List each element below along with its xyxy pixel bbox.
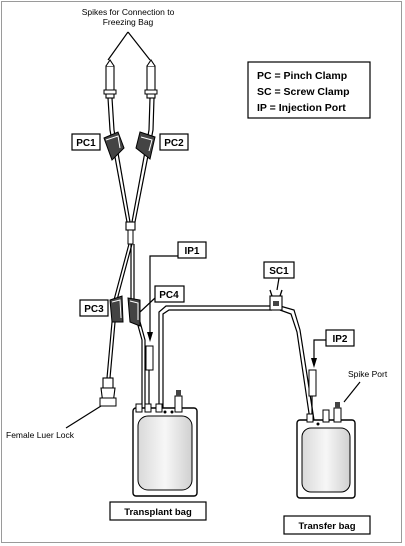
screw-clamp-sc1 — [269, 289, 283, 311]
spike-port-pointer — [343, 381, 361, 403]
legend-line2: SC = Screw Clamp — [257, 86, 350, 98]
transfer-line-b — [162, 309, 272, 410]
legend-box — [247, 61, 371, 119]
ip2-arrowhead — [311, 358, 317, 368]
legend-line3: IP = Injection Port — [257, 102, 346, 114]
top-note-line2: Freezing Bag — [103, 17, 154, 27]
pc1-label-box — [71, 133, 101, 151]
pinch-clamp-pc2 — [135, 131, 156, 160]
ip2-label: IP2 — [332, 334, 347, 345]
female-luer-label: Female Luer Lock — [6, 430, 75, 440]
transfer-bag — [296, 402, 356, 499]
tube-spike-left-b — [111, 97, 131, 223]
transplant-bag-label-box — [109, 501, 207, 521]
spike-left — [103, 59, 117, 99]
legend-line1: PC = Pinch Clamp — [257, 70, 347, 82]
transfer-bag-label: Transfer bag — [298, 521, 355, 532]
ip1-arrowhead — [147, 332, 153, 342]
pc1-label: PC1 — [76, 138, 96, 149]
pinch-clamp-pc4 — [127, 297, 141, 327]
y-connector-top — [125, 221, 136, 231]
top-note-line1: Spikes for Connection to — [82, 7, 175, 17]
transplant-bag-label: Transplant bag — [124, 507, 192, 518]
injection-port-ip2 — [308, 369, 317, 397]
transplant-bag — [132, 390, 198, 497]
injection-port-ip1 — [145, 345, 154, 371]
luer-pointer — [65, 405, 102, 429]
transfer-line-a — [158, 305, 272, 410]
pc4-label-box — [154, 285, 185, 303]
spike-pointer-lines — [107, 31, 151, 61]
pc2-label-box — [159, 133, 189, 151]
ip1-pointer — [149, 255, 178, 338]
ip2-pointer — [313, 339, 326, 362]
tube-to-transplant-b — [133, 244, 146, 410]
pc2-label: PC2 — [164, 138, 184, 149]
spike-port-label: Spike Port — [348, 369, 388, 379]
pinch-clamp-pc3 — [109, 295, 124, 323]
pc4-label: PC4 — [159, 290, 179, 301]
transfer-bag-label-box — [283, 515, 371, 535]
transfer-line-d — [279, 309, 311, 421]
ip1-label: IP1 — [184, 246, 199, 257]
sc1-label: SC1 — [269, 266, 289, 277]
y-connector-stem — [127, 229, 134, 245]
pc3-label-box — [79, 299, 109, 317]
tube-spike-right — [131, 97, 151, 223]
ip1-label-box — [177, 241, 207, 259]
tube-to-transplant-a — [130, 244, 143, 410]
spike-right — [144, 59, 158, 99]
ip2-label-box — [325, 329, 355, 347]
female-luer-lock — [99, 377, 117, 407]
pc4-pointer — [139, 297, 156, 313]
pc3-label: PC3 — [84, 304, 104, 315]
pinch-clamp-pc1 — [103, 131, 125, 161]
tube-spike-right-b — [134, 97, 155, 223]
transfer-line-c — [279, 305, 315, 421]
sc1-pointer — [276, 277, 280, 291]
tube-spike-left — [107, 97, 128, 223]
